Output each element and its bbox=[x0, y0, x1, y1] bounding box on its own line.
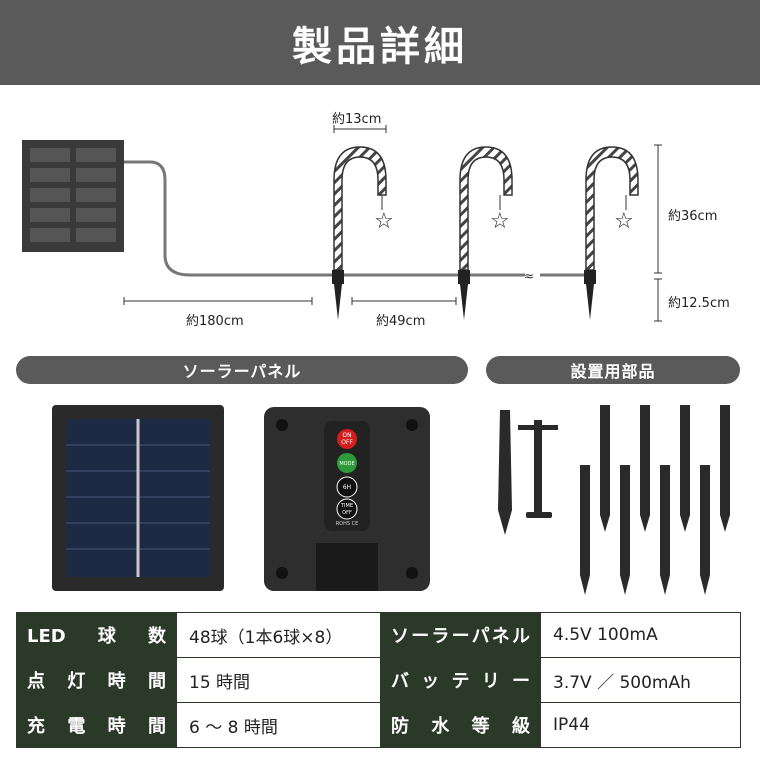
cert-marks: ROHS CE bbox=[336, 521, 359, 527]
on-button: ON bbox=[342, 432, 351, 439]
installation-parts-photo bbox=[498, 405, 730, 595]
candy-cane-2: ☆ bbox=[458, 146, 513, 320]
solar-panel-photo bbox=[52, 405, 224, 591]
spec-value: 15 時間 bbox=[176, 657, 381, 703]
star-ornament-1: ☆ bbox=[374, 209, 394, 234]
candy-cane-3: ☆ bbox=[584, 146, 639, 320]
svg-text:≈: ≈ bbox=[524, 269, 534, 283]
star-ornament-3: ☆ bbox=[614, 209, 634, 234]
dimension-lines bbox=[123, 125, 662, 322]
table-row: LED球数 48球（1本6球×8） ソーラーパネル 4.5V 100mA bbox=[16, 612, 741, 658]
spec-label: LED球数 bbox=[16, 612, 177, 658]
time-button: TIME bbox=[340, 503, 353, 509]
diagram-solar-panel bbox=[22, 140, 124, 252]
dim-stake: 約12.5cm bbox=[668, 296, 730, 311]
spec-label: 充電時間 bbox=[16, 702, 177, 748]
spec-label: 防水等級 bbox=[380, 702, 541, 748]
spec-value: 3.7V ／ 500mAh bbox=[540, 657, 741, 703]
section-solar-panel: ソーラーパネル bbox=[16, 356, 468, 384]
dim-cable: 約180cm bbox=[186, 314, 244, 329]
table-row: 充電時間 6 〜 8 時間 防水等級 IP44 bbox=[16, 702, 741, 748]
page-header: 製品詳細 bbox=[0, 0, 760, 85]
mode-button: MODE bbox=[339, 461, 354, 467]
off-button: OFF bbox=[341, 439, 353, 446]
spec-label: ソーラーパネル bbox=[380, 612, 541, 658]
spec-value: 4.5V 100mA bbox=[540, 612, 741, 658]
table-row: 点灯時間 15 時間 バッテリー 3.7V ／ 500mAh bbox=[16, 657, 741, 703]
dim-width: 約13cm bbox=[332, 112, 381, 127]
spec-label: バッテリー bbox=[380, 657, 541, 703]
spec-label: 点灯時間 bbox=[16, 657, 177, 703]
star-ornament-2: ☆ bbox=[490, 209, 510, 234]
spec-value: 6 〜 8 時間 bbox=[176, 702, 381, 748]
page-title: 製品詳細 bbox=[292, 23, 468, 70]
spec-value: 48球（1本6球×8） bbox=[176, 612, 381, 658]
dim-height: 約36cm bbox=[668, 209, 717, 224]
time-off-label: OFF bbox=[342, 510, 352, 516]
candy-cane-1: ☆ bbox=[332, 146, 394, 320]
control-box-photo: ON OFF MODE 6H TIME OFF ROHS CE bbox=[264, 407, 430, 591]
product-diagram: ≈ ☆ ☆ ☆ 約13cm 約36cm 約12.5cm 約180cm 約49cm bbox=[22, 112, 730, 329]
spec-value: IP44 bbox=[540, 702, 741, 748]
section-parts: 設置用部品 bbox=[486, 356, 740, 384]
timer-6h-button: 6H bbox=[343, 484, 351, 491]
dim-spacing: 約49cm bbox=[376, 314, 425, 329]
spec-table: LED球数 48球（1本6球×8） ソーラーパネル 4.5V 100mA 点灯時… bbox=[16, 612, 741, 748]
diagram-cable bbox=[124, 160, 590, 277]
